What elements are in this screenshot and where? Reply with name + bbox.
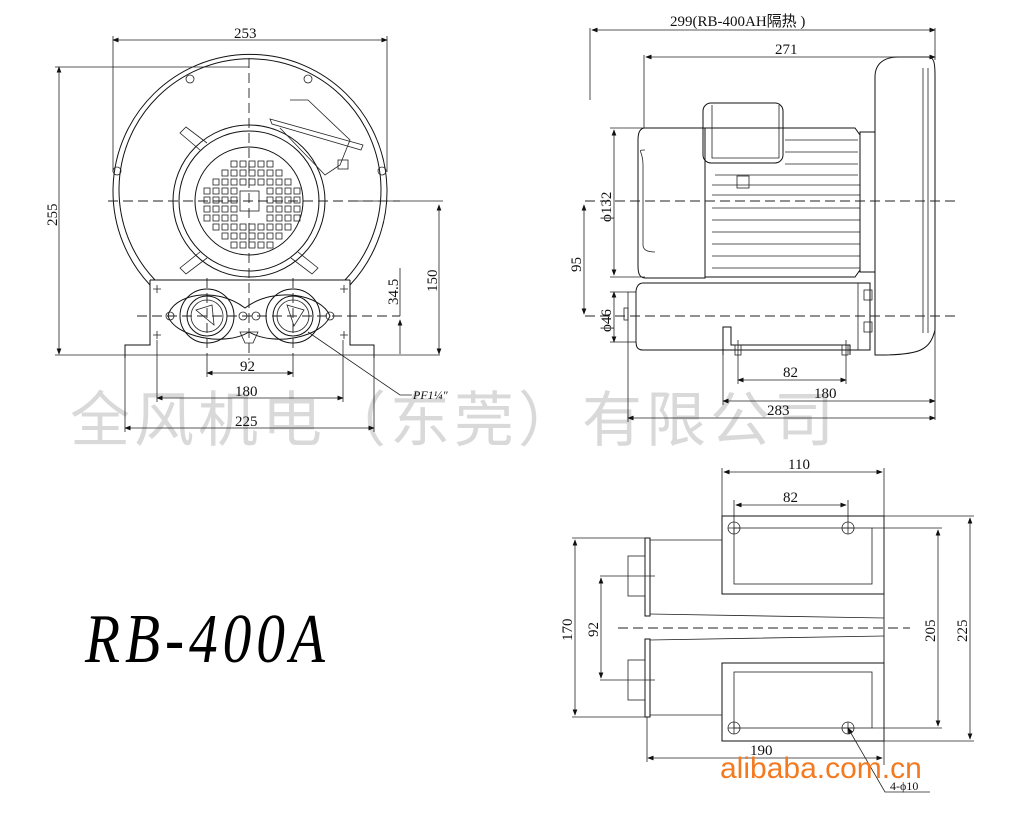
model-title: RB-400A [85,601,330,678]
fan-grille [203,160,301,249]
side-view: 299(RB-400AH隔热 ) 271 ϕ132 95 ϕ46 82 180 … [569,13,955,422]
dim-motor-diameter: ϕ132 [599,192,615,222]
dim-center-height: 150 [425,270,441,293]
dim-base-width: 225 [235,414,258,430]
port-thread-label: PF1¼" [412,388,449,402]
dim-mounting-holes: 4-ϕ10 [890,779,918,793]
dim-port-span: 170 [560,619,576,642]
dim-length: 271 [775,42,798,58]
dim-port-spacing: 92 [586,622,602,637]
dim-hole-span: 205 [923,620,939,643]
dim-width: 110 [788,457,810,473]
dim-port-diameter: ϕ46 [599,309,615,332]
site-watermark: alibaba.com.cn [720,752,922,785]
dim-port-offset: 34.5 [386,279,402,305]
dim-length-insulated: 299(RB-400AH隔热 ) [670,13,805,30]
dim-width-top: 253 [234,26,257,42]
dim-length: 190 [750,743,773,759]
dim-foot-length: 180 [814,386,837,402]
dim-hole-spacing: 82 [783,490,798,506]
front-view: 253 255 150 34.5 92 180 225 PF1¼" [45,26,449,432]
dim-center-height: 95 [569,257,585,272]
dim-total: 225 [955,620,971,643]
dim-base-length: 283 [767,403,790,419]
dim-height-total: 255 [45,204,61,227]
dim-port-spacing: 92 [240,359,255,375]
bottom-view: 110 82 170 92 205 225 190 4-ϕ10 [560,457,974,793]
dim-foot-holes: 180 [235,384,258,400]
dim-foot-holes: 82 [783,365,798,381]
